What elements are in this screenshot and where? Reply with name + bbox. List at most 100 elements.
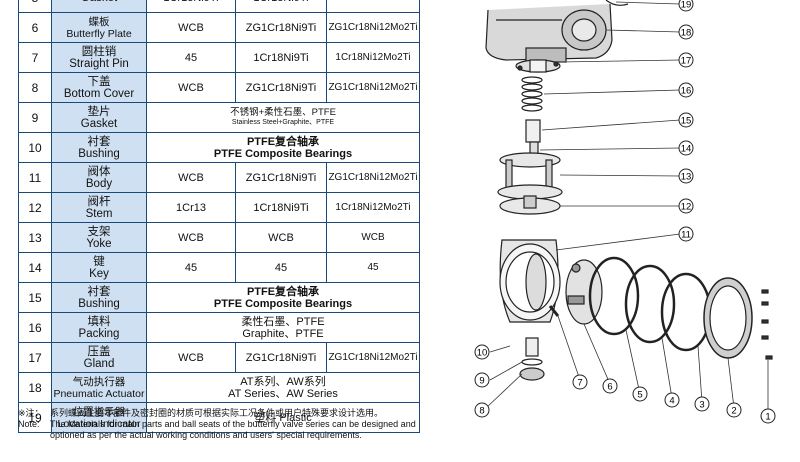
part-number: 18 [18,372,52,403]
material-304-grade: ZG1Cr18Ni9Ti [235,342,327,373]
part-name-en: Packing [78,327,120,340]
part-number: 5 [18,0,52,13]
bolts-drawing [761,289,773,360]
material-304-grade: ZG1Cr18Ni9Ti [235,162,327,193]
part-name-zh: 支架 [87,225,111,238]
part-name-zh: 垫片 [87,105,111,118]
part-name-zh: 压盖 [87,345,111,358]
material-316-grade: 1Cr18Ni12Mo2Ti [326,0,420,13]
part-name-en: Gland [83,357,115,370]
note-en-label: Note: [18,419,40,429]
material-text: 塑料 Plastic [254,411,312,424]
callout-16: 16 [678,82,694,98]
valve-body-drawing [499,239,561,323]
callout-number: 1 [765,411,770,422]
callout-number: 19 [681,0,692,10]
material-316-grade: 1Cr18Ni12Mo2Ti [326,42,420,73]
material-wcb-grade: 45 [146,42,236,73]
materials-table-wrap: 5Gasket1Cr18Ni9Ti1Cr18Ni9Ti1Cr18Ni12Mo2T… [18,0,420,433]
material-text: PTFE Composite Bearings [213,147,353,160]
material-wcb-grade: 45 [146,252,236,283]
callout-number: 2 [731,405,736,416]
part-number: 7 [18,42,52,73]
material-304-grade: 1Cr18Ni9Ti [235,42,327,73]
part-name-en: Gasket [53,0,146,4]
part-name-en: Bushing [78,147,120,160]
material-text: PTFE Composite Bearings [213,297,353,310]
material-wcb-grade: WCB [146,162,236,193]
callout-1: 1 [760,408,776,424]
material-304-grade: ZG1Cr18Ni9Ti [235,12,327,43]
material-316-grade: ZG1Cr18Ni12Mo2Ti [326,72,420,103]
material-text: PTFE复合轴承 [246,135,320,148]
part-name-en: Butterfly Plate [66,27,132,40]
callout-14: 14 [678,140,694,156]
material-304-grade: 1Cr18Ni9Ti [235,0,327,13]
callout-18: 18 [678,24,694,40]
part-name-zh: 位置指示器 [72,405,126,418]
callout-9: 9 [474,372,490,388]
callout-number: 11 [681,229,691,240]
material-304-grade: ZG1Cr18Ni9Ti [235,72,327,103]
callout-19: 19 [678,0,694,12]
callout-number: 7 [577,377,582,388]
part-number: 10 [18,132,52,163]
material-wcb-grade: WCB [146,12,236,43]
yoke-drawing [497,152,563,200]
callout-2: 2 [726,402,742,418]
callout-number: 14 [681,143,692,154]
part-number: 14 [18,252,52,283]
callout-number: 8 [479,405,484,416]
gland-drawing [515,59,561,73]
callout-15: 15 [678,112,694,128]
material-316-grade: WCB [326,222,420,253]
part-name-zh: 气动执行器 [72,375,126,388]
material-wcb-grade: WCB [146,222,236,253]
material-316-grade: 1Cr18Ni12Mo2Ti [326,192,420,223]
callout-number: 6 [607,381,612,392]
callout-8: 8 [474,402,490,418]
part-name-zh: 阀体 [87,165,111,178]
part-number: 13 [18,222,52,253]
callout-13: 13 [678,168,694,184]
callout-number: 12 [681,201,692,212]
callout-number: 16 [681,85,692,96]
materials-table: 5Gasket1Cr18Ni9Ti1Cr18Ni9Ti1Cr18Ni12Mo2T… [18,0,420,433]
pneumatic-actuator-drawing [485,3,613,63]
material-316-grade: 45 [326,252,420,283]
callout-5: 5 [632,386,648,402]
part-name-zh: 圆柱销 [81,45,117,58]
part-name-zh: 衬套 [87,135,111,148]
material-text: 不锈钢+柔性石墨、PTFE [230,107,336,118]
material-304-grade: 1Cr18Ni9Ti [235,192,327,223]
materials-table-body: 5Gasket1Cr18Ni9Ti1Cr18Ni9Ti1Cr18Ni12Mo2T… [18,0,420,433]
note-en: Note: The Materials for main parts and b… [18,419,418,441]
part-name-en: Key [89,267,109,280]
note-zh-text: 系列蝶阀主要零部件及密封圈的材质可根据实际工况条件或用户特殊要求设计选用。 [50,408,384,418]
bottom-cover-drawing [703,277,753,359]
callout-11: 11 [678,226,694,242]
table-row: 5Gasket1Cr18Ni9Ti1Cr18Ni9Ti1Cr18Ni12Mo2T… [18,0,420,13]
part-number: 9 [18,102,52,133]
material-text: AT Series、AW Series [228,387,338,400]
callout-3: 3 [694,396,710,412]
